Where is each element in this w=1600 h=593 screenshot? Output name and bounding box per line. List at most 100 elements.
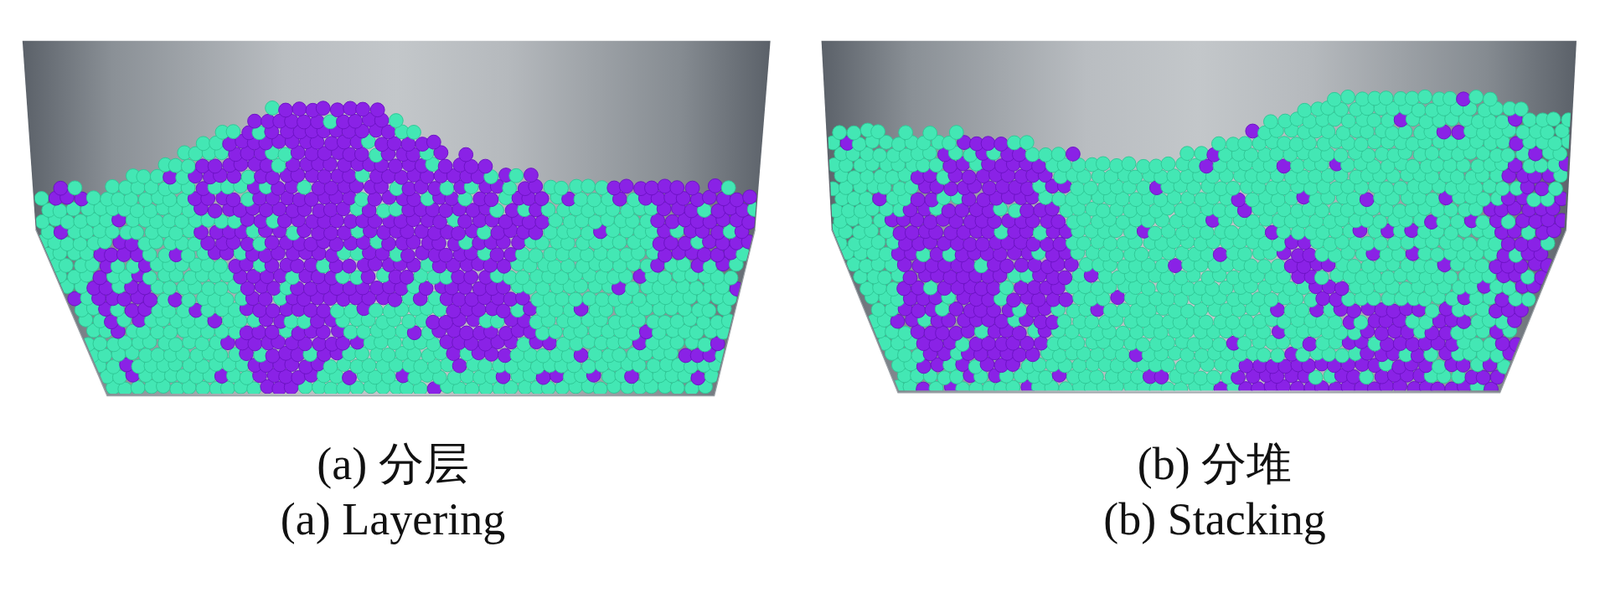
- particle: [877, 270, 893, 285]
- particle: [402, 314, 417, 329]
- particle: [213, 348, 228, 363]
- particle: [67, 180, 83, 196]
- particle: [207, 159, 222, 174]
- particle: [587, 192, 602, 207]
- particle: [92, 336, 108, 351]
- particle: [1521, 292, 1536, 307]
- particle: [344, 304, 359, 319]
- particle: [297, 114, 312, 130]
- particle: [426, 134, 441, 150]
- particle: [316, 304, 331, 319]
- particle: [264, 235, 279, 250]
- particle: [1302, 336, 1317, 351]
- particle: [528, 248, 543, 264]
- particle: [878, 247, 893, 262]
- particle: [241, 170, 256, 185]
- particle: [1335, 348, 1350, 363]
- particle: [292, 102, 307, 117]
- particle: [1392, 360, 1407, 375]
- particle: [1168, 258, 1183, 274]
- particle: [509, 168, 524, 183]
- particle: [1135, 337, 1151, 352]
- particle: [239, 371, 254, 386]
- particle: [1134, 247, 1149, 262]
- particle: [1130, 370, 1146, 385]
- particle: [1058, 292, 1074, 307]
- particle: [207, 203, 222, 218]
- particle: [303, 282, 318, 297]
- particle: [1020, 203, 1035, 218]
- particle: [1006, 293, 1022, 308]
- particle: [168, 337, 183, 352]
- particle: [1290, 381, 1305, 396]
- particle: [1095, 203, 1110, 218]
- particle: [747, 202, 762, 217]
- particle: [1224, 225, 1239, 240]
- particle: [330, 103, 345, 118]
- particle: [1058, 270, 1073, 285]
- particle: [1388, 236, 1403, 251]
- particle: [606, 247, 621, 263]
- particle: [195, 159, 210, 174]
- particle: [105, 179, 120, 194]
- particle: [646, 358, 661, 373]
- particle: [1501, 281, 1517, 296]
- particle: [323, 360, 338, 375]
- particle: [265, 348, 280, 363]
- particle: [459, 325, 475, 341]
- particle: [356, 102, 371, 117]
- particle: [407, 125, 422, 140]
- particle: [315, 101, 331, 116]
- particle: [34, 191, 49, 207]
- particle: [381, 348, 396, 363]
- particle: [721, 314, 736, 329]
- particle: [438, 159, 453, 174]
- particle: [619, 179, 634, 194]
- particle: [1199, 225, 1214, 240]
- particle: [1089, 370, 1105, 385]
- particle: [1476, 215, 1491, 230]
- particle: [196, 136, 211, 151]
- particle: [1381, 270, 1396, 285]
- particle: [1212, 337, 1227, 352]
- particle: [1206, 370, 1221, 385]
- particle: [265, 304, 280, 319]
- particle: [136, 169, 151, 184]
- particle: [1509, 337, 1524, 352]
- particle: [534, 191, 549, 207]
- particle: [324, 381, 339, 397]
- particle: [696, 247, 712, 263]
- particle: [1443, 270, 1458, 285]
- particle: [1398, 282, 1414, 297]
- particle: [58, 258, 73, 274]
- particle: [1238, 247, 1253, 262]
- particle: [162, 280, 177, 295]
- particle: [180, 159, 196, 174]
- particle: [1360, 236, 1375, 251]
- particle: [999, 280, 1014, 295]
- bin-edge: [831, 229, 1567, 393]
- particle: [1469, 337, 1484, 352]
- particle: [104, 314, 119, 330]
- particle: [1038, 370, 1053, 385]
- particle: [1212, 247, 1228, 263]
- particle-bed: [825, 89, 1576, 397]
- particle: [348, 113, 363, 129]
- particle: [516, 337, 532, 352]
- particle: [707, 178, 723, 193]
- particle: [595, 292, 610, 307]
- particle: [697, 337, 713, 352]
- particle: [1347, 258, 1362, 274]
- particle: [67, 291, 83, 306]
- particle: [1462, 237, 1477, 252]
- particle: [1374, 326, 1389, 341]
- particle: [898, 326, 913, 341]
- particle: [1431, 359, 1446, 374]
- particle: [464, 269, 479, 284]
- particle: [975, 237, 991, 252]
- bin-edge: [36, 229, 756, 397]
- particle: [499, 326, 514, 341]
- particle: [278, 147, 293, 162]
- particle: [871, 302, 886, 317]
- particle: [1386, 304, 1401, 319]
